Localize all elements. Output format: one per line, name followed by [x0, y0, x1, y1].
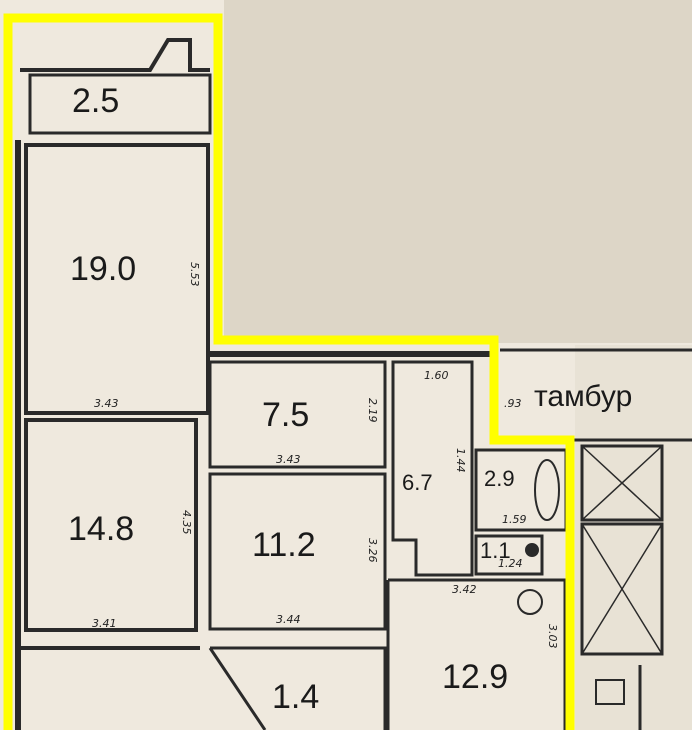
elevator-shaft-1: [580, 444, 664, 522]
room-14-wall: [24, 418, 198, 632]
hall-area-label: 12.9: [442, 658, 509, 696]
dim-room-14-height: 4.35: [180, 510, 193, 535]
sink-icon: [517, 589, 543, 615]
room-11-wall: [208, 472, 387, 631]
stair-block-area: [575, 345, 692, 730]
room-14-area-label: 14.8: [68, 510, 135, 548]
hall-wall: [386, 578, 567, 730]
kitchen-area-label: 7.5: [262, 396, 310, 434]
dim-bath-width: 1.59: [502, 513, 527, 526]
corridor-area-label: 6.7: [402, 470, 433, 495]
room-19-area-label: 19.0: [70, 250, 137, 288]
outside-area: [224, 0, 692, 343]
loggia-wall: [208, 646, 387, 730]
dim-hall-height: 3.03: [546, 624, 559, 649]
balcony-area-label: 2.5: [72, 82, 120, 120]
loggia-area-label: 1.4: [272, 678, 320, 716]
balcony-room-wall: [28, 73, 212, 135]
elevator-shaft-2: [580, 522, 664, 656]
wc-area-label: 1.1: [480, 538, 511, 563]
vestibule-label: тамбур: [534, 380, 633, 413]
dim-wc-width: 1.24: [498, 557, 523, 570]
dim-kitchen-width: 3.43: [276, 453, 301, 466]
dim-kitchen-height: 2.19: [366, 398, 379, 423]
shaft-2-cross-b: [581, 523, 663, 655]
room-11-area-label: 11.2: [252, 526, 316, 564]
dim-corridor-width: 1.60: [424, 369, 449, 382]
corridor-wall: [391, 360, 474, 577]
wc-wall: [474, 534, 544, 576]
dim-vestibule: .93: [504, 397, 522, 410]
bathtub-icon: [534, 459, 560, 521]
dim-room-19-width: 3.43: [94, 397, 119, 410]
bath-area-label: 2.9: [484, 466, 515, 491]
shaft-1-cross-b: [581, 445, 663, 521]
walls: [15, 38, 692, 730]
kitchen-wall: [208, 360, 387, 469]
dim-room-14-width: 3.41: [92, 617, 117, 630]
dim-room-19-height: 5.53: [188, 262, 201, 287]
balcony-wall: [20, 38, 210, 72]
dim-corridor-height: 1.44: [454, 448, 467, 473]
room-19-wall: [24, 143, 210, 415]
apartment-outline: [3, 13, 575, 730]
wc-icon: [525, 543, 539, 557]
dim-room-11-height: 3.26: [366, 538, 379, 563]
dim-room-11-width: 3.44: [276, 613, 301, 626]
dim-hall-width: 3.42: [452, 583, 477, 596]
riser-box: [595, 679, 625, 705]
